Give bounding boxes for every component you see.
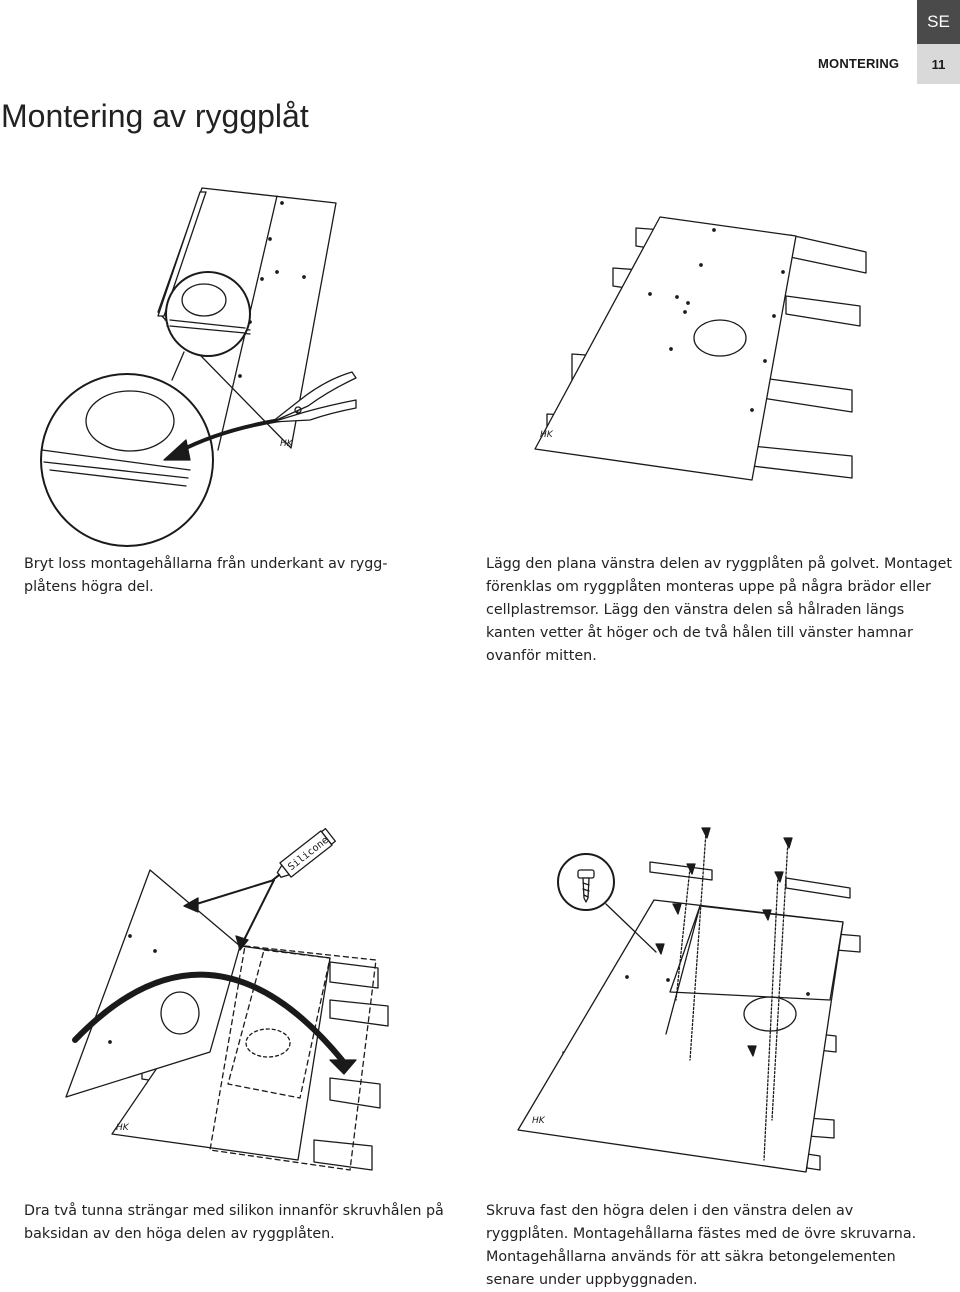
step-3-line-2: baksidan av den höga delen av ryggplåten… — [24, 1226, 335, 1242]
language-code: SE — [927, 12, 950, 31]
step-2-line-3: cellplastremsor. Lägg den vänstra delen … — [486, 602, 905, 618]
page-title: Montering av ryggplåt — [1, 98, 309, 134]
step-4-line-1: Skruva fast den högra delen i den vänstr… — [486, 1203, 854, 1219]
panel-mark-1: HK — [280, 439, 294, 449]
illustration-silicone: HK Silicone — [66, 828, 388, 1170]
step-2-line-2: förenklas om ryggplåten monteras uppe på… — [486, 579, 931, 595]
step-4-line-3: Montagehållarna används för att säkra be… — [486, 1249, 896, 1265]
step-4-line-2: ryggplåten. Montagehållarna fästes med d… — [486, 1226, 917, 1242]
language-tab: SE — [917, 0, 960, 44]
step-2-line-1: Lägg den plana vänstra delen av ryggplåt… — [486, 556, 953, 572]
step-2-caption: Lägg den plana vänstra delen av ryggplåt… — [486, 553, 952, 668]
illustration-screw: HK — [518, 828, 860, 1172]
panel-mark-3: HK — [116, 1123, 130, 1133]
illustration-lay-panel: HK — [535, 217, 866, 480]
panel-mark-2: HK — [540, 430, 554, 440]
page-number-text: 11 — [931, 56, 946, 72]
step-3-line-1: Dra två tunna strängar med silikon innan… — [24, 1203, 444, 1219]
panel-mark-4: HK — [532, 1116, 546, 1126]
step-2-line-4: kanten vetter åt höger och de två hålen … — [486, 625, 913, 641]
step-2-line-5: ovanför mitten. — [486, 648, 597, 664]
illustration-break-brackets: HK — [41, 188, 356, 546]
step-1-caption: Bryt loss montagehållarna från underkant… — [24, 553, 388, 599]
step-1-line-2: plåtens högra del. — [24, 579, 154, 595]
step-4-caption: Skruva fast den högra delen i den vänstr… — [486, 1200, 916, 1292]
step-3-caption: Dra två tunna strängar med silikon innan… — [24, 1200, 444, 1246]
page-number: 11 — [917, 44, 960, 84]
step-1-line-1: Bryt loss montagehållarna från underkant… — [24, 556, 388, 572]
section-label: MONTERING — [818, 56, 900, 71]
step-4-line-4: senare under uppbyggnaden. — [486, 1272, 698, 1288]
